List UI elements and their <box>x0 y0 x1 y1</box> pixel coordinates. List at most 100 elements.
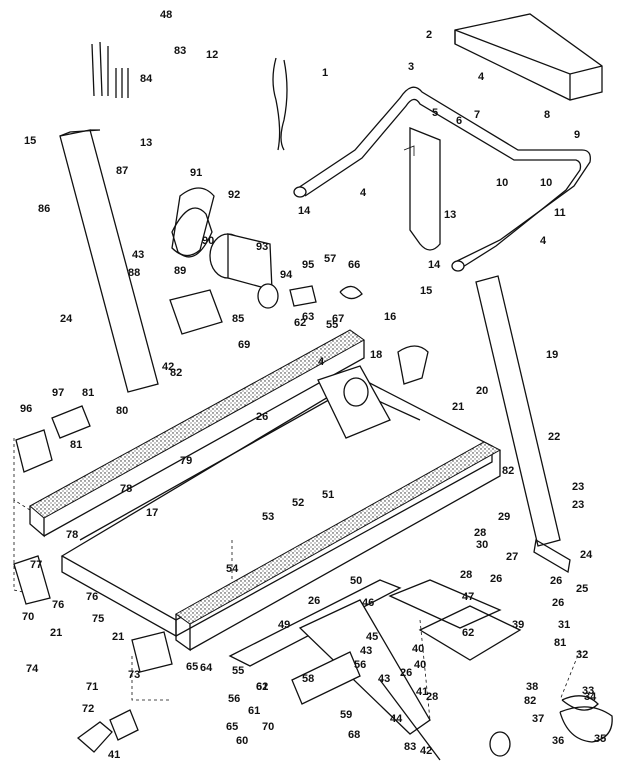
callout-label: 21 <box>50 627 62 639</box>
callout-label: 75 <box>92 613 104 625</box>
callout-label: 65 <box>226 721 238 733</box>
callout-label: 86 <box>38 203 50 215</box>
callout-label: 10 <box>540 177 552 189</box>
callout-label: 68 <box>348 729 360 741</box>
callout-label: 73 <box>128 669 140 681</box>
callout-label: 74 <box>26 663 39 675</box>
callout-label: 39 <box>512 619 524 631</box>
callout-label: 90 <box>202 235 214 247</box>
callout-label: 41 <box>416 686 428 698</box>
callout-label: 38 <box>526 681 538 693</box>
callout-label: 50 <box>350 575 362 587</box>
callout-label: 55 <box>232 665 244 677</box>
callout-label: 82 <box>502 465 514 477</box>
callout-label: 14 <box>298 205 311 217</box>
callout-label: 3 <box>408 61 414 73</box>
callout-label: 5 <box>432 107 438 119</box>
callout-label: 83 <box>174 45 186 57</box>
callout-label: 84 <box>140 73 153 85</box>
callout-label: 13 <box>444 209 456 221</box>
callout-label: 47 <box>462 591 474 603</box>
callout-label: 21 <box>112 631 124 643</box>
callout-label: 41 <box>108 749 120 761</box>
callout-label: 33 <box>582 685 594 697</box>
callout-label: 51 <box>322 489 334 501</box>
callout-label: 71 <box>86 681 98 693</box>
callout-label: 79 <box>180 455 192 467</box>
callout-label: 87 <box>116 165 128 177</box>
callout-label: 24 <box>580 549 593 561</box>
callout-label: 62 <box>462 627 474 639</box>
upright-handrail <box>293 86 591 272</box>
callout-label: 25 <box>576 583 588 595</box>
callout-label: 83 <box>404 741 416 753</box>
callout-label: 48 <box>160 9 172 21</box>
callout-label: 72 <box>82 703 94 715</box>
callout-label: 26 <box>256 411 268 423</box>
callout-label: 22 <box>548 431 560 443</box>
callout-label: 59 <box>340 709 352 721</box>
callout-label: 63 <box>302 311 314 323</box>
callout-label: 26 <box>552 597 564 609</box>
callout-label: 9 <box>574 129 580 141</box>
callout-label: 13 <box>140 137 152 149</box>
console-pad <box>454 13 603 101</box>
callout-label: 31 <box>558 619 570 631</box>
callout-label: 26 <box>550 575 562 587</box>
callout-label: 16 <box>384 311 396 323</box>
callout-label: 81 <box>554 637 566 649</box>
callout-label: 49 <box>278 619 290 631</box>
callout-label: 82 <box>524 695 536 707</box>
callout-label: 4 <box>540 235 547 247</box>
callout-label: 18 <box>370 349 382 361</box>
callout-label: 53 <box>262 511 274 523</box>
callout-label: 97 <box>52 387 64 399</box>
callout-label: 28 <box>474 527 486 539</box>
callout-label: 4 <box>360 187 367 199</box>
callout-label: 10 <box>496 177 508 189</box>
callout-label: 62 <box>294 317 306 329</box>
callout-label: 88 <box>128 267 140 279</box>
callout-label: 77 <box>30 559 42 571</box>
callout-label: 70 <box>262 721 274 733</box>
callout-label: 2 <box>426 29 432 41</box>
callout-label: 4 <box>478 71 485 83</box>
callout-label: 1 <box>322 67 328 79</box>
callout-label: 36 <box>552 735 564 747</box>
callout-label: 6 <box>456 115 462 127</box>
callout-label: 91 <box>190 167 202 179</box>
callout-label: 89 <box>174 265 186 277</box>
callout-label: 80 <box>116 405 128 417</box>
callout-label: 55 <box>326 319 338 331</box>
callout-label: 57 <box>324 253 336 265</box>
callout-label: 26 <box>308 595 320 607</box>
callout-label: 34 <box>584 691 597 703</box>
callout-label: 28 <box>460 569 472 581</box>
small-covers <box>13 405 173 753</box>
side-panel <box>403 127 441 251</box>
callout-label: 64 <box>200 662 213 674</box>
callout-label: 70 <box>22 611 34 623</box>
callout-label: 27 <box>506 551 518 563</box>
callout-label: 45 <box>366 631 378 643</box>
callout-label: 76 <box>52 599 64 611</box>
callout-label: 46 <box>362 597 374 609</box>
callout-label: 21 <box>452 401 464 413</box>
callout-label: 12 <box>206 49 218 61</box>
callout-label: 29 <box>498 511 510 523</box>
callout-label: 94 <box>280 269 293 281</box>
callout-label: 96 <box>20 403 32 415</box>
callout-label: 28 <box>426 691 438 703</box>
callout-label: 17 <box>146 507 158 519</box>
callout-label: 65 <box>186 661 198 673</box>
callout-label: 44 <box>390 713 403 725</box>
callout-label: 58 <box>302 673 314 685</box>
callout-label: 42 <box>162 361 174 373</box>
callout-label: 60 <box>236 735 248 747</box>
callout-label: 40 <box>414 659 426 671</box>
callout-label: 69 <box>238 339 250 351</box>
callout-label: 56 <box>228 693 240 705</box>
callout-label: 82 <box>170 367 182 379</box>
callout-label: 81 <box>82 387 94 399</box>
